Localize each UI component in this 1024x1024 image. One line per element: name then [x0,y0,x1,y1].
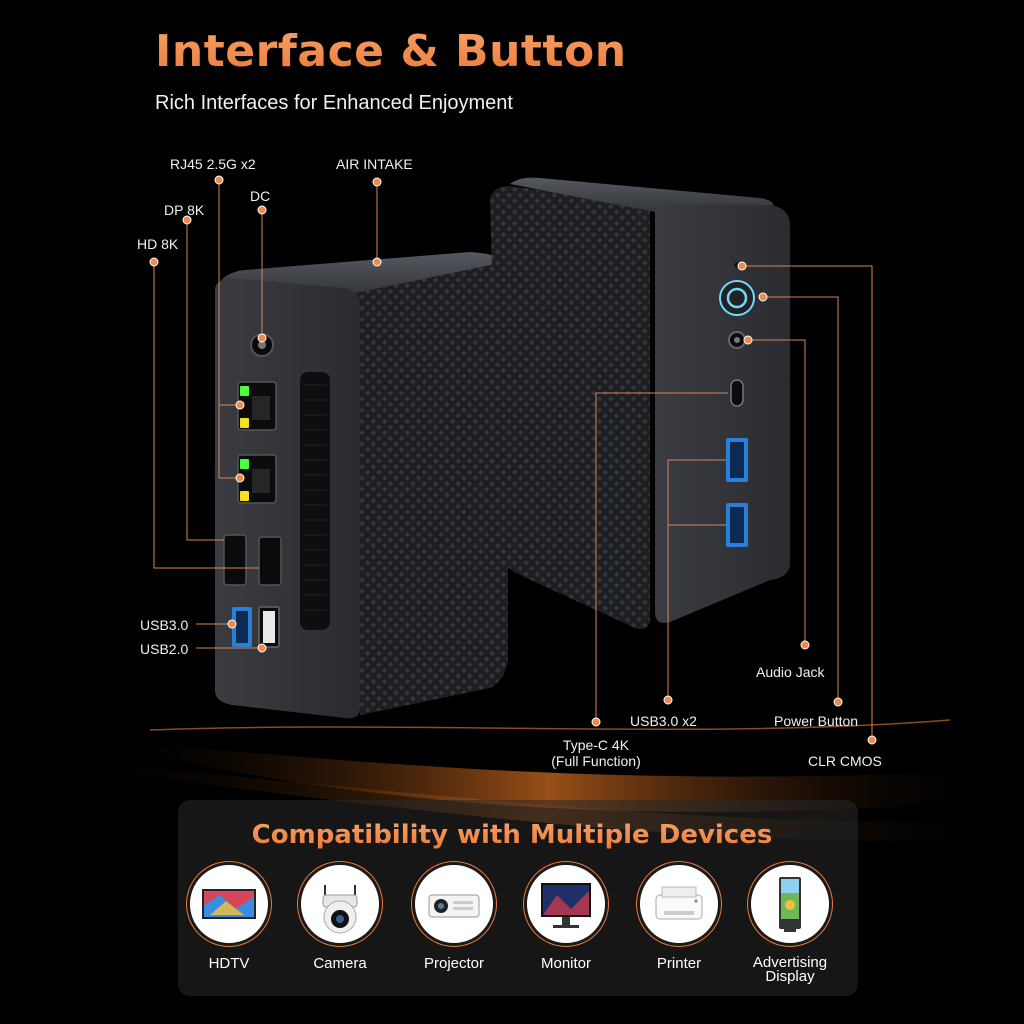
air-intake-label: AIR INTAKE [336,156,413,172]
clr-cmos-label: CLR CMOS [808,753,882,769]
device-name: Monitor [540,955,592,972]
callout-dots [149,175,877,745]
device-monitor: Monitor [506,862,626,972]
device-name-line1: Advertising [752,954,828,971]
monitor-icon [524,862,608,946]
device-name: Printer [656,955,702,972]
device-name: Advertising Display [730,954,850,985]
typec-label: Type-C 4K (Full Function) [540,737,652,769]
printer-icon [637,862,721,946]
device-name-line2: Display [765,968,815,985]
compatibility-title: Compatibility with Multiple Devices [0,820,1024,850]
rj45-label: RJ45 2.5G x2 [170,156,256,172]
camera-icon [298,862,382,946]
device-hdtv: HDTV [169,862,289,972]
device-advertising-display: Advertising Display [730,862,850,984]
audio-jack-label: Audio Jack [756,664,825,680]
hdtv-icon [187,862,271,946]
usb30-label: USB3.0 [140,617,189,633]
usb20-label: USB2.0 [140,641,189,657]
typec-label-line2: (Full Function) [551,753,641,769]
device-projector: Projector [394,862,514,972]
dc-label: DC [250,188,271,204]
device-name: Camera [313,955,367,972]
usb30x2-label: USB3.0 x2 [630,713,697,729]
page-subtitle: Rich Interfaces for Enhanced Enjoyment [155,92,513,114]
typec-label-line1: Type-C 4K [562,737,630,753]
device-printer: Printer [619,862,739,972]
advertising-display-icon [748,862,832,946]
callout-lines [153,180,873,740]
dp-label: DP 8K [164,202,205,218]
power-button-label: Power Button [774,713,859,729]
device-camera: Camera [280,862,400,972]
page-title: Interface & Button [155,26,627,77]
mini-pc-front-view [490,177,790,629]
device-name: HDTV [208,955,250,972]
device-name: Projector [423,955,485,972]
mini-pc-rear-view [215,252,508,719]
projector-icon [412,862,496,946]
compatibility-panel [178,800,858,996]
hd-label: HD 8K [137,236,179,252]
